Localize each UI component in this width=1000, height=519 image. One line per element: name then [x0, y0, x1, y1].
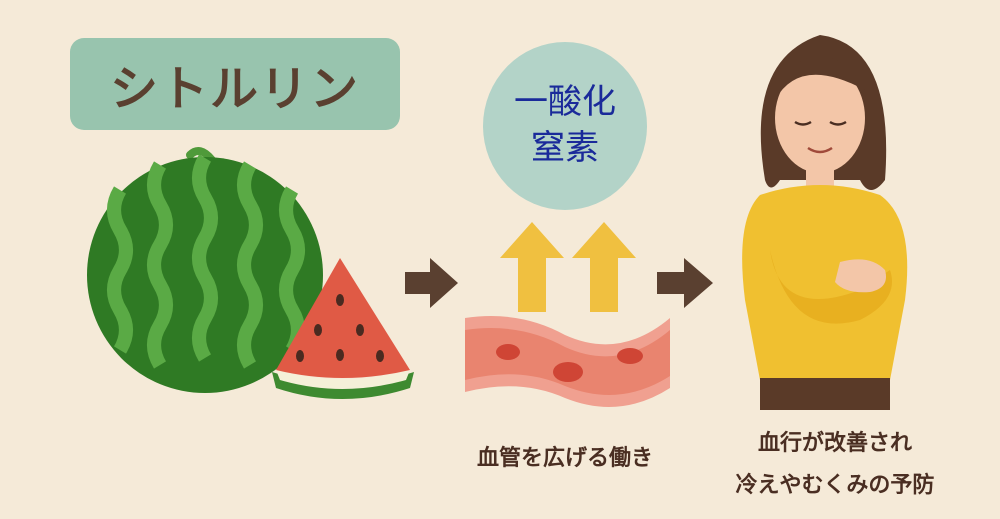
- nitric-oxide-line2: 窒素: [531, 128, 599, 168]
- citrulline-label: シトルリン: [70, 38, 400, 130]
- result-caption-line2: 冷えやむくみの予防: [735, 473, 935, 498]
- nitric-oxide-line1: 一酸化: [514, 82, 616, 123]
- result-caption-line1: 血行が改善され: [757, 431, 912, 456]
- arrow-right-icon: [657, 258, 713, 308]
- citrulline-label-text: シトルリン: [109, 61, 360, 117]
- woman-illustration: [742, 35, 908, 410]
- arrow-up-icon: [572, 222, 636, 312]
- nitric-oxide-bubble: 一酸化 窒素: [483, 42, 647, 210]
- watermelon-slice-icon: [272, 258, 414, 399]
- arrow-right-icon: [405, 258, 458, 308]
- arrow-up-icon: [500, 222, 564, 312]
- vessel-caption: 血管を広げる働き: [476, 446, 653, 471]
- blood-vessel-icon: [465, 316, 670, 407]
- watermelon-icon: [87, 147, 323, 393]
